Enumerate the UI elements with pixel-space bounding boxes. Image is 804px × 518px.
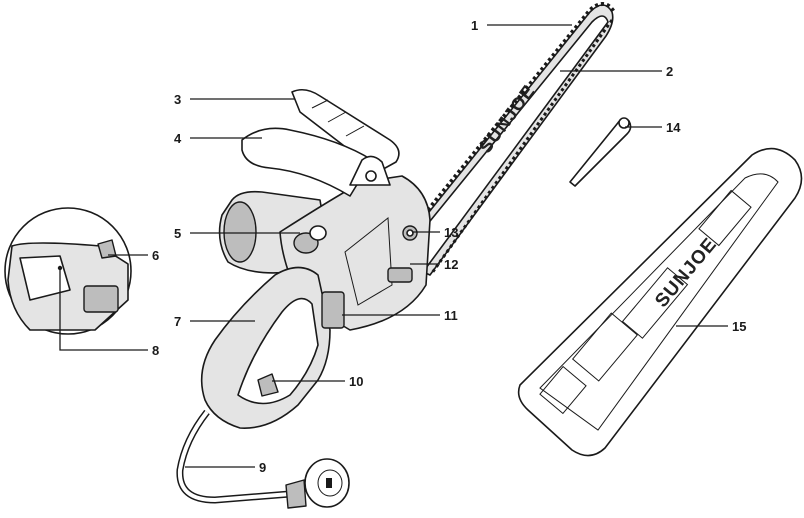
callout-14: 14	[666, 120, 681, 135]
callout-10: 10	[349, 374, 363, 389]
chainsaw-body	[200, 88, 431, 429]
callout-3: 3	[174, 92, 181, 107]
callout-13: 13	[444, 225, 458, 240]
callout-1: 1	[471, 18, 478, 33]
power-cord	[176, 409, 350, 509]
callout-8: 8	[152, 343, 159, 358]
callout-2: 2	[666, 64, 673, 79]
leader-8	[59, 268, 148, 351]
callout-6: 6	[152, 248, 159, 263]
leader-lines	[59, 24, 728, 468]
bar-wrench	[569, 117, 632, 187]
callout-15: 15	[732, 319, 746, 334]
callout-12: 12	[444, 257, 458, 272]
callout-labels: 1 2 3 4 5 6 7 8 9 10 11 12 13 14 15	[152, 18, 746, 475]
callout-4: 4	[174, 131, 182, 146]
callout-5: 5	[174, 226, 181, 241]
bar-scabbard: SUNJOE	[517, 147, 803, 457]
inset-detail-circle	[4, 207, 132, 335]
saw-chain	[392, 2, 616, 274]
callout-9: 9	[259, 460, 266, 475]
callout-7: 7	[174, 314, 181, 329]
callout-11: 11	[444, 308, 458, 323]
